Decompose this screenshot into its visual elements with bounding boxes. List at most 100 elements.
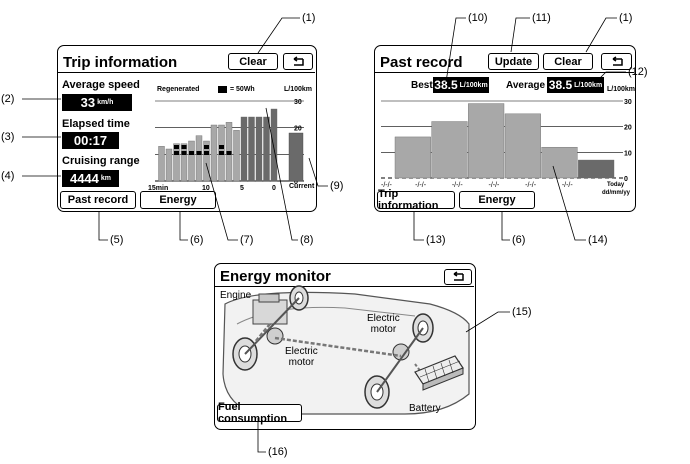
callout-5: (5) xyxy=(110,234,124,246)
callout-12: (12) xyxy=(628,66,648,78)
trip-regen-mark xyxy=(226,151,232,155)
trip-consumption-bar xyxy=(240,116,248,182)
today-label: Today xyxy=(607,182,625,188)
past-energy-button[interactable]: Energy xyxy=(459,191,535,209)
trip-consumption-bar xyxy=(165,148,173,182)
past-consumption-bar xyxy=(578,159,615,179)
past-y-tick-label: 0 xyxy=(624,176,628,183)
trip-consumption-bar xyxy=(203,140,210,182)
past-date-tick-label: -/-/- xyxy=(562,182,574,189)
trip-consumption-bar xyxy=(233,130,240,182)
regenerated-label: Regenerated xyxy=(157,86,200,93)
energy-back-button[interactable] xyxy=(444,269,472,285)
callout-10: (10) xyxy=(468,12,488,24)
battery-label: Battery xyxy=(409,403,441,414)
trip-chart: 302010015min1050 xyxy=(148,99,304,192)
past-consumption-bar xyxy=(541,146,578,179)
callout-7: (7) xyxy=(240,234,254,246)
callout-1-right: (1) xyxy=(619,12,633,24)
trip-regen-mark xyxy=(219,145,224,149)
past-date-tick-label: -/-/- xyxy=(489,182,501,189)
callout-16: (16) xyxy=(268,446,288,458)
back-arrow-icon xyxy=(293,55,304,66)
cruising-range-label: Cruising range xyxy=(62,155,140,167)
energy-monitor-screen: Energy monitor xyxy=(214,263,476,430)
trip-consumption-bar xyxy=(158,146,165,182)
trip-regen-mark xyxy=(204,145,209,149)
update-button[interactable]: Update xyxy=(488,53,539,70)
past-date-tick-label: -/-/- xyxy=(415,182,427,189)
regen-legend-label: = 50Wh xyxy=(230,86,255,93)
past-consumption-bar xyxy=(431,121,468,179)
average-speed-label: Average speed xyxy=(62,79,140,91)
battery-icon xyxy=(414,355,464,391)
elapsed-time-value: 00:17 xyxy=(62,132,119,149)
trip-energy-button[interactable]: Energy xyxy=(140,191,216,209)
trip-title-divider xyxy=(58,72,315,73)
back-arrow-icon xyxy=(612,55,623,66)
trip-regen-mark xyxy=(174,145,179,149)
trip-x-tick-label: 15min xyxy=(148,185,168,192)
trip-y-tick-label: 0 xyxy=(294,179,298,186)
trip-regen-mark xyxy=(196,151,202,155)
past-y-tick-label: 20 xyxy=(624,125,632,132)
engine-icon xyxy=(252,293,288,325)
energy-title: Energy monitor xyxy=(220,268,331,285)
regen-legend-icon xyxy=(218,86,227,93)
past-title: Past record xyxy=(380,54,463,71)
callout-6-left: (6) xyxy=(190,234,204,246)
date-format-label: dd/mm/yy xyxy=(602,190,631,196)
energy-title-divider xyxy=(215,286,474,287)
past-clear-button[interactable]: Clear xyxy=(543,53,593,70)
trip-consumption-bar xyxy=(270,108,278,182)
best-label: Best xyxy=(411,80,433,91)
trip-consumption-bar xyxy=(248,116,255,182)
past-date-tick-label: -/-/- xyxy=(381,182,393,189)
trip-consumption-bar xyxy=(195,135,203,182)
past-date-tick-label: -/-/- xyxy=(525,182,537,189)
callout-4: (4) xyxy=(1,170,15,182)
past-title-divider xyxy=(375,72,634,73)
trip-consumption-bar xyxy=(180,143,188,182)
trip-regen-mark xyxy=(174,151,179,155)
past-back-button[interactable] xyxy=(601,53,632,70)
callout-2: (2) xyxy=(1,93,15,105)
trip-current-label: Current xyxy=(289,183,315,190)
past-y-tick-label: 30 xyxy=(624,99,632,106)
trip-y-tick-label: 20 xyxy=(294,126,302,133)
trip-regen-mark xyxy=(189,151,194,155)
trip-back-button[interactable] xyxy=(283,53,313,70)
average-label: Average xyxy=(506,80,546,91)
callout-6-right: (6) xyxy=(512,234,526,246)
trip-regen-mark xyxy=(204,151,209,155)
past-consumption-bar xyxy=(468,103,505,179)
trip-title: Trip information xyxy=(63,54,178,71)
trip-regen-mark xyxy=(181,145,187,149)
trip-consumption-bar xyxy=(188,140,195,182)
past-consumption-bar xyxy=(394,136,431,179)
trip-y-tick-label: 30 xyxy=(294,99,302,106)
power-flow-line xyxy=(274,336,402,358)
back-arrow-icon xyxy=(453,271,464,281)
past-record-button[interactable]: Past record xyxy=(60,191,136,209)
callout-8: (8) xyxy=(300,234,314,246)
trip-clear-button[interactable]: Clear xyxy=(228,53,278,70)
trip-consumption-bar xyxy=(210,124,218,182)
trip-x-tick-label: 10 xyxy=(202,185,210,192)
trip-unit-label: L/100km xyxy=(284,86,313,93)
trip-regen-mark xyxy=(181,151,187,155)
past-y-tick-label: 10 xyxy=(624,150,632,157)
callout-11: (11) xyxy=(532,12,551,24)
callout-14: (14) xyxy=(588,234,608,246)
past-unit-label: L/100km xyxy=(607,86,636,93)
trip-consumption-bar xyxy=(255,116,263,182)
